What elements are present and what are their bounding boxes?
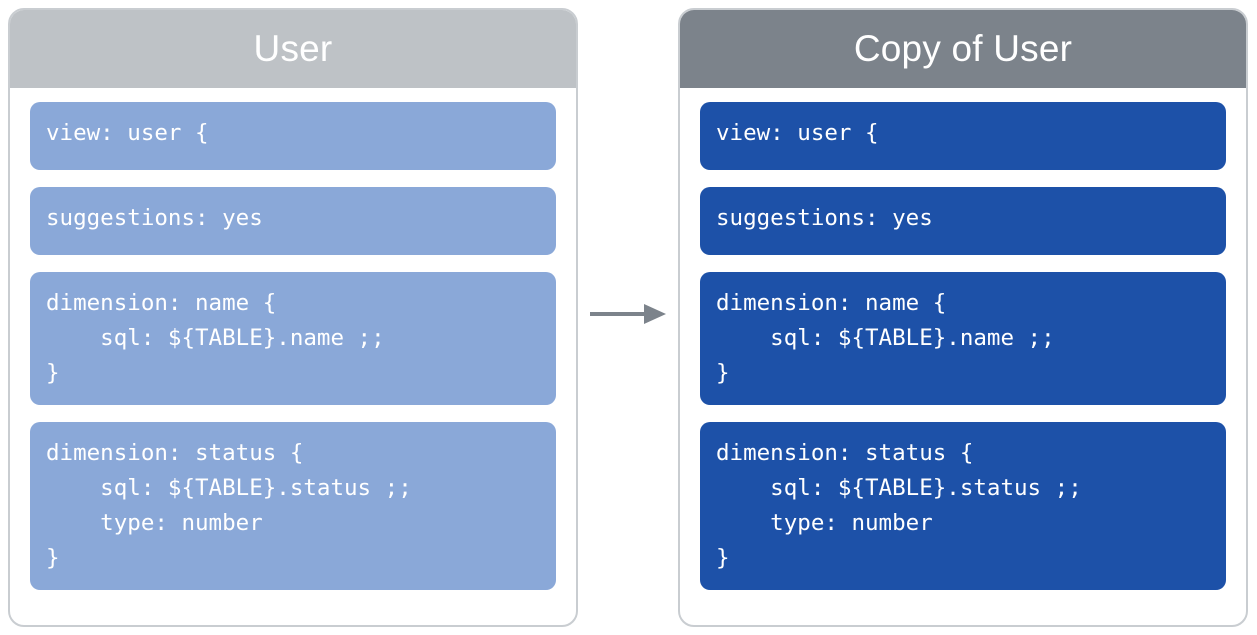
code-block-dimension-status[interactable]: dimension: status { sql: ${TABLE}.status…: [30, 422, 556, 590]
panel-body-copy: view: user { suggestions: yes dimension:…: [680, 88, 1246, 625]
panel-header-original: User: [10, 10, 576, 88]
panel-original-user: User view: user { suggestions: yes dimen…: [8, 8, 578, 627]
code-block-suggestions[interactable]: suggestions: yes: [700, 187, 1226, 255]
code-block-dimension-name[interactable]: dimension: name { sql: ${TABLE}.name ;; …: [700, 272, 1226, 405]
code-block-view[interactable]: view: user {: [700, 102, 1226, 170]
panel-header-copy: Copy of User: [680, 10, 1246, 88]
panel-body-original: view: user { suggestions: yes dimension:…: [10, 88, 576, 625]
code-block-view[interactable]: view: user {: [30, 102, 556, 170]
arrow-right-icon: [588, 296, 668, 332]
arrow-right-glyph: [590, 304, 666, 324]
panel-copy-of-user: Copy of User view: user { suggestions: y…: [678, 8, 1248, 627]
code-block-dimension-name[interactable]: dimension: name { sql: ${TABLE}.name ;; …: [30, 272, 556, 405]
code-block-dimension-status[interactable]: dimension: status { sql: ${TABLE}.status…: [700, 422, 1226, 590]
code-block-suggestions[interactable]: suggestions: yes: [30, 187, 556, 255]
